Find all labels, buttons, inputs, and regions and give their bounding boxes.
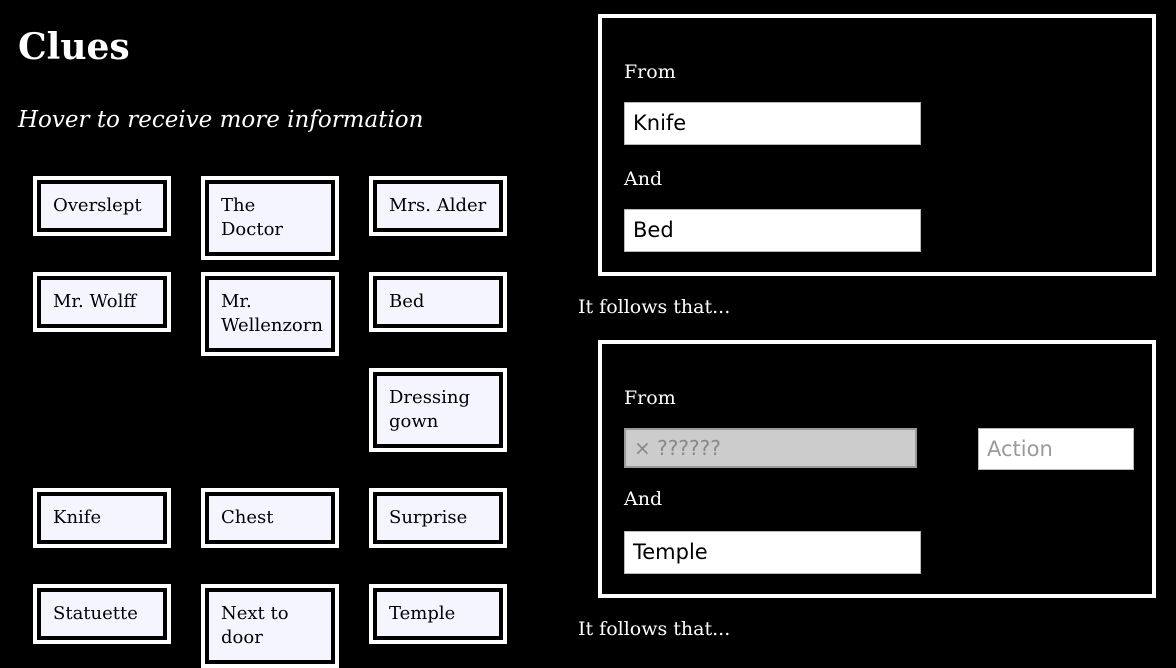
clue-card-frame: Next to door [205, 588, 335, 664]
clue-card-the-doctor[interactable]: The Doctor [201, 176, 339, 260]
clue-label: Statuette [41, 592, 163, 636]
clue-label: Mrs. Alder [377, 184, 499, 228]
clue-label: Mr. Wellenzorn [209, 280, 331, 348]
clue-label: Bed [377, 280, 499, 324]
and-field[interactable]: Bed [624, 209, 921, 252]
clues-panel: Clues Hover to receive more information … [0, 0, 560, 668]
clue-label: Chest [209, 496, 331, 540]
action-input[interactable] [978, 428, 1134, 470]
and-label: And [624, 168, 663, 190]
clue-card-frame: Temple [373, 588, 503, 640]
clue-card-bed[interactable]: Bed [369, 272, 507, 332]
clue-card-temple[interactable]: Temple [369, 584, 507, 644]
clue-card-surprise[interactable]: Surprise [369, 488, 507, 548]
page-title: Clues [18, 26, 130, 68]
clue-card-frame: Mrs. Alder [373, 180, 503, 232]
clue-card-mr-wellenzorn[interactable]: Mr. Wellenzorn [201, 272, 339, 356]
from-field[interactable]: Knife [624, 102, 921, 145]
clue-label: Temple [377, 592, 499, 636]
clue-label: Dressing gown [377, 376, 499, 444]
from-label: From [624, 387, 676, 409]
clue-card-frame: Chest [205, 492, 335, 544]
from-label: From [624, 61, 676, 83]
clue-card-statuette[interactable]: Statuette [33, 584, 171, 644]
page-subtitle: Hover to receive more information [18, 107, 424, 133]
clue-card-chest[interactable]: Chest [201, 488, 339, 548]
deduction-panel: From Knife And Bed It follows that... Fr… [560, 0, 1176, 640]
clue-label: Knife [41, 496, 163, 540]
clue-card-mrs-alder[interactable]: Mrs. Alder [369, 176, 507, 236]
clue-card-next-to-door[interactable]: Next to door [201, 584, 339, 668]
clue-card-frame: Surprise [373, 492, 503, 544]
clue-label: Surprise [377, 496, 499, 540]
from-empty-field[interactable]: × ?????? [624, 428, 917, 468]
clue-label: Next to door [209, 592, 331, 660]
and-field[interactable]: Temple [624, 531, 921, 574]
remove-x-icon[interactable]: × [634, 436, 651, 460]
clue-card-knife[interactable]: Knife [33, 488, 171, 548]
and-label: And [624, 488, 663, 510]
clue-card-frame: Statuette [37, 588, 167, 640]
clue-card-frame: Mr. Wellenzorn [205, 276, 335, 352]
clue-label: The Doctor [209, 184, 331, 252]
deduction-box-1: From Knife And Bed [598, 14, 1156, 276]
clue-card-mr-wolff[interactable]: Mr. Wolff [33, 272, 171, 332]
from-placeholder: ?????? [657, 436, 721, 460]
clue-label: Mr. Wolff [41, 280, 163, 324]
clue-card-frame: The Doctor [205, 180, 335, 256]
clue-label: Overslept [41, 184, 163, 228]
deduction-box-2: From × ?????? And Temple [598, 340, 1156, 598]
clue-card-frame: Bed [373, 276, 503, 328]
clue-card-frame: Dressing gown [373, 372, 503, 448]
clue-card-frame: Knife [37, 492, 167, 544]
clue-card-overslept[interactable]: Overslept [33, 176, 171, 236]
follows-text: It follows that... [578, 618, 731, 640]
clue-card-frame: Overslept [37, 180, 167, 232]
clue-card-dressing-gown[interactable]: Dressing gown [369, 368, 507, 452]
clue-card-frame: Mr. Wolff [37, 276, 167, 328]
follows-text: It follows that... [578, 296, 731, 318]
